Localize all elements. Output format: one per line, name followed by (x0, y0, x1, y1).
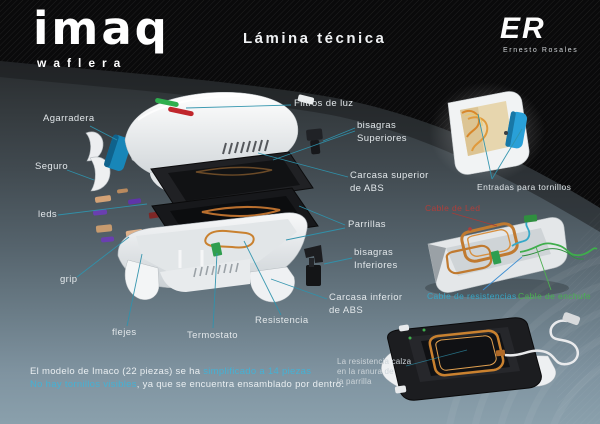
callout-line: de ABS (350, 182, 385, 194)
conector-verde (523, 214, 538, 223)
detail-cables (425, 214, 598, 298)
callout-parrillas: Parrillas (348, 219, 386, 230)
label-cable-resistencias: Cable de resistencias (427, 291, 517, 301)
seguro-azul-part (505, 111, 528, 149)
cable-naranja (467, 116, 489, 152)
resistencia-coil-2 (445, 244, 493, 275)
footer-highlight: No hay tornillos visibles (30, 378, 137, 390)
resistencia-coil (460, 222, 519, 263)
page-title: Lámina técnica (243, 30, 387, 47)
agarradera-part (104, 134, 132, 171)
callout-line: bisagras (357, 120, 397, 131)
leader-cable-led (451, 212, 498, 227)
note-line: la parrilla (337, 377, 372, 386)
resistencia-part (204, 229, 255, 249)
callout-line: Inferiores (354, 259, 398, 271)
detail-parrilla-resistencia (381, 312, 581, 401)
callout-grip: grip (60, 274, 78, 285)
hull-vents (193, 262, 239, 278)
led-part (93, 209, 108, 216)
seguro-part (85, 131, 104, 162)
callout-line: bisagras (354, 247, 394, 258)
callout-carcasa-superior: Carcasa superior de ABS (350, 170, 429, 195)
filtro-luz-rojo (168, 106, 194, 117)
callout-flejes: flejes (112, 327, 137, 338)
detail-entradas-tornillos (429, 82, 545, 182)
label-cable-enchufe: Cable de enchufe (518, 291, 592, 301)
note-line: en la ranura de (337, 367, 394, 376)
led-part (101, 236, 115, 243)
label-entradas-tornillos: Entradas para tornillos (477, 182, 572, 192)
led-part (128, 198, 142, 205)
label-cable-led: Cable de Led (425, 203, 481, 213)
footer-text: , ya que se encuentra ensamblado por den… (136, 378, 345, 390)
callout-carcasa-inferior: Carcasa inferior de ABS (329, 292, 402, 317)
cable-resistencias-part (511, 220, 531, 247)
cable-enchufe-part (519, 242, 598, 257)
brand-subtitle: waflera (37, 56, 128, 70)
carcasa-inferior (117, 212, 308, 303)
shell-vents (222, 139, 269, 155)
callout-termostato: Termostato (187, 330, 238, 341)
callout-seguro: Seguro (35, 161, 69, 172)
author-name: Ernesto Rosales (503, 47, 579, 54)
callout-line: Superiores (357, 132, 407, 144)
leader-lines (57, 104, 523, 367)
parrilla-superior (150, 151, 314, 209)
fleje-part (95, 224, 113, 233)
leader-cable-resistencias (482, 256, 523, 291)
brand-logo: imaq (33, 2, 170, 55)
callout-leds: leds (38, 209, 58, 220)
termostato-detail (490, 250, 502, 265)
fleje-part (94, 195, 112, 203)
enchufe-plug (562, 312, 581, 326)
footer-highlight: simplificado a 14 piezas (203, 366, 312, 377)
callout-bisagras-superiores: bisagras Superiores (357, 120, 407, 145)
bisagra-superior-part (306, 128, 323, 155)
leader-cable-enchufe (535, 246, 552, 291)
cable-naranja (461, 110, 481, 138)
callout-bisagras-inferiores: bisagras Inferiores (354, 247, 398, 272)
cable-enchufe-blanco (504, 319, 580, 366)
note-resistencia-ranura: La resistencia calza en la ranura de la … (337, 357, 411, 387)
footer-text: El modelo de Imaco (22 piezas) se ha (30, 366, 204, 377)
termostato-part (211, 242, 223, 257)
bisagra-superior-nub (297, 94, 315, 105)
footer-note: El modelo de Imaco (22 piezas) se ha sim… (30, 366, 344, 391)
author-logo: ER (500, 12, 546, 45)
filtro-luz-verde (155, 98, 179, 107)
callout-line: Carcasa inferior (329, 292, 403, 303)
callout-agarradera: Agarradera (43, 113, 95, 124)
callout-line: Carcasa superior (350, 170, 429, 181)
note-line: La resistencia calza (337, 357, 412, 366)
callout-filtros-de-luz: Filtros de luz (294, 98, 354, 109)
callout-resistencia: Resistencia (255, 315, 309, 326)
bisagras-inferiores-part (304, 245, 323, 286)
fleje-part (117, 188, 128, 194)
callout-line: de ABS (329, 304, 364, 316)
resistencia-en-ranura (428, 329, 505, 377)
